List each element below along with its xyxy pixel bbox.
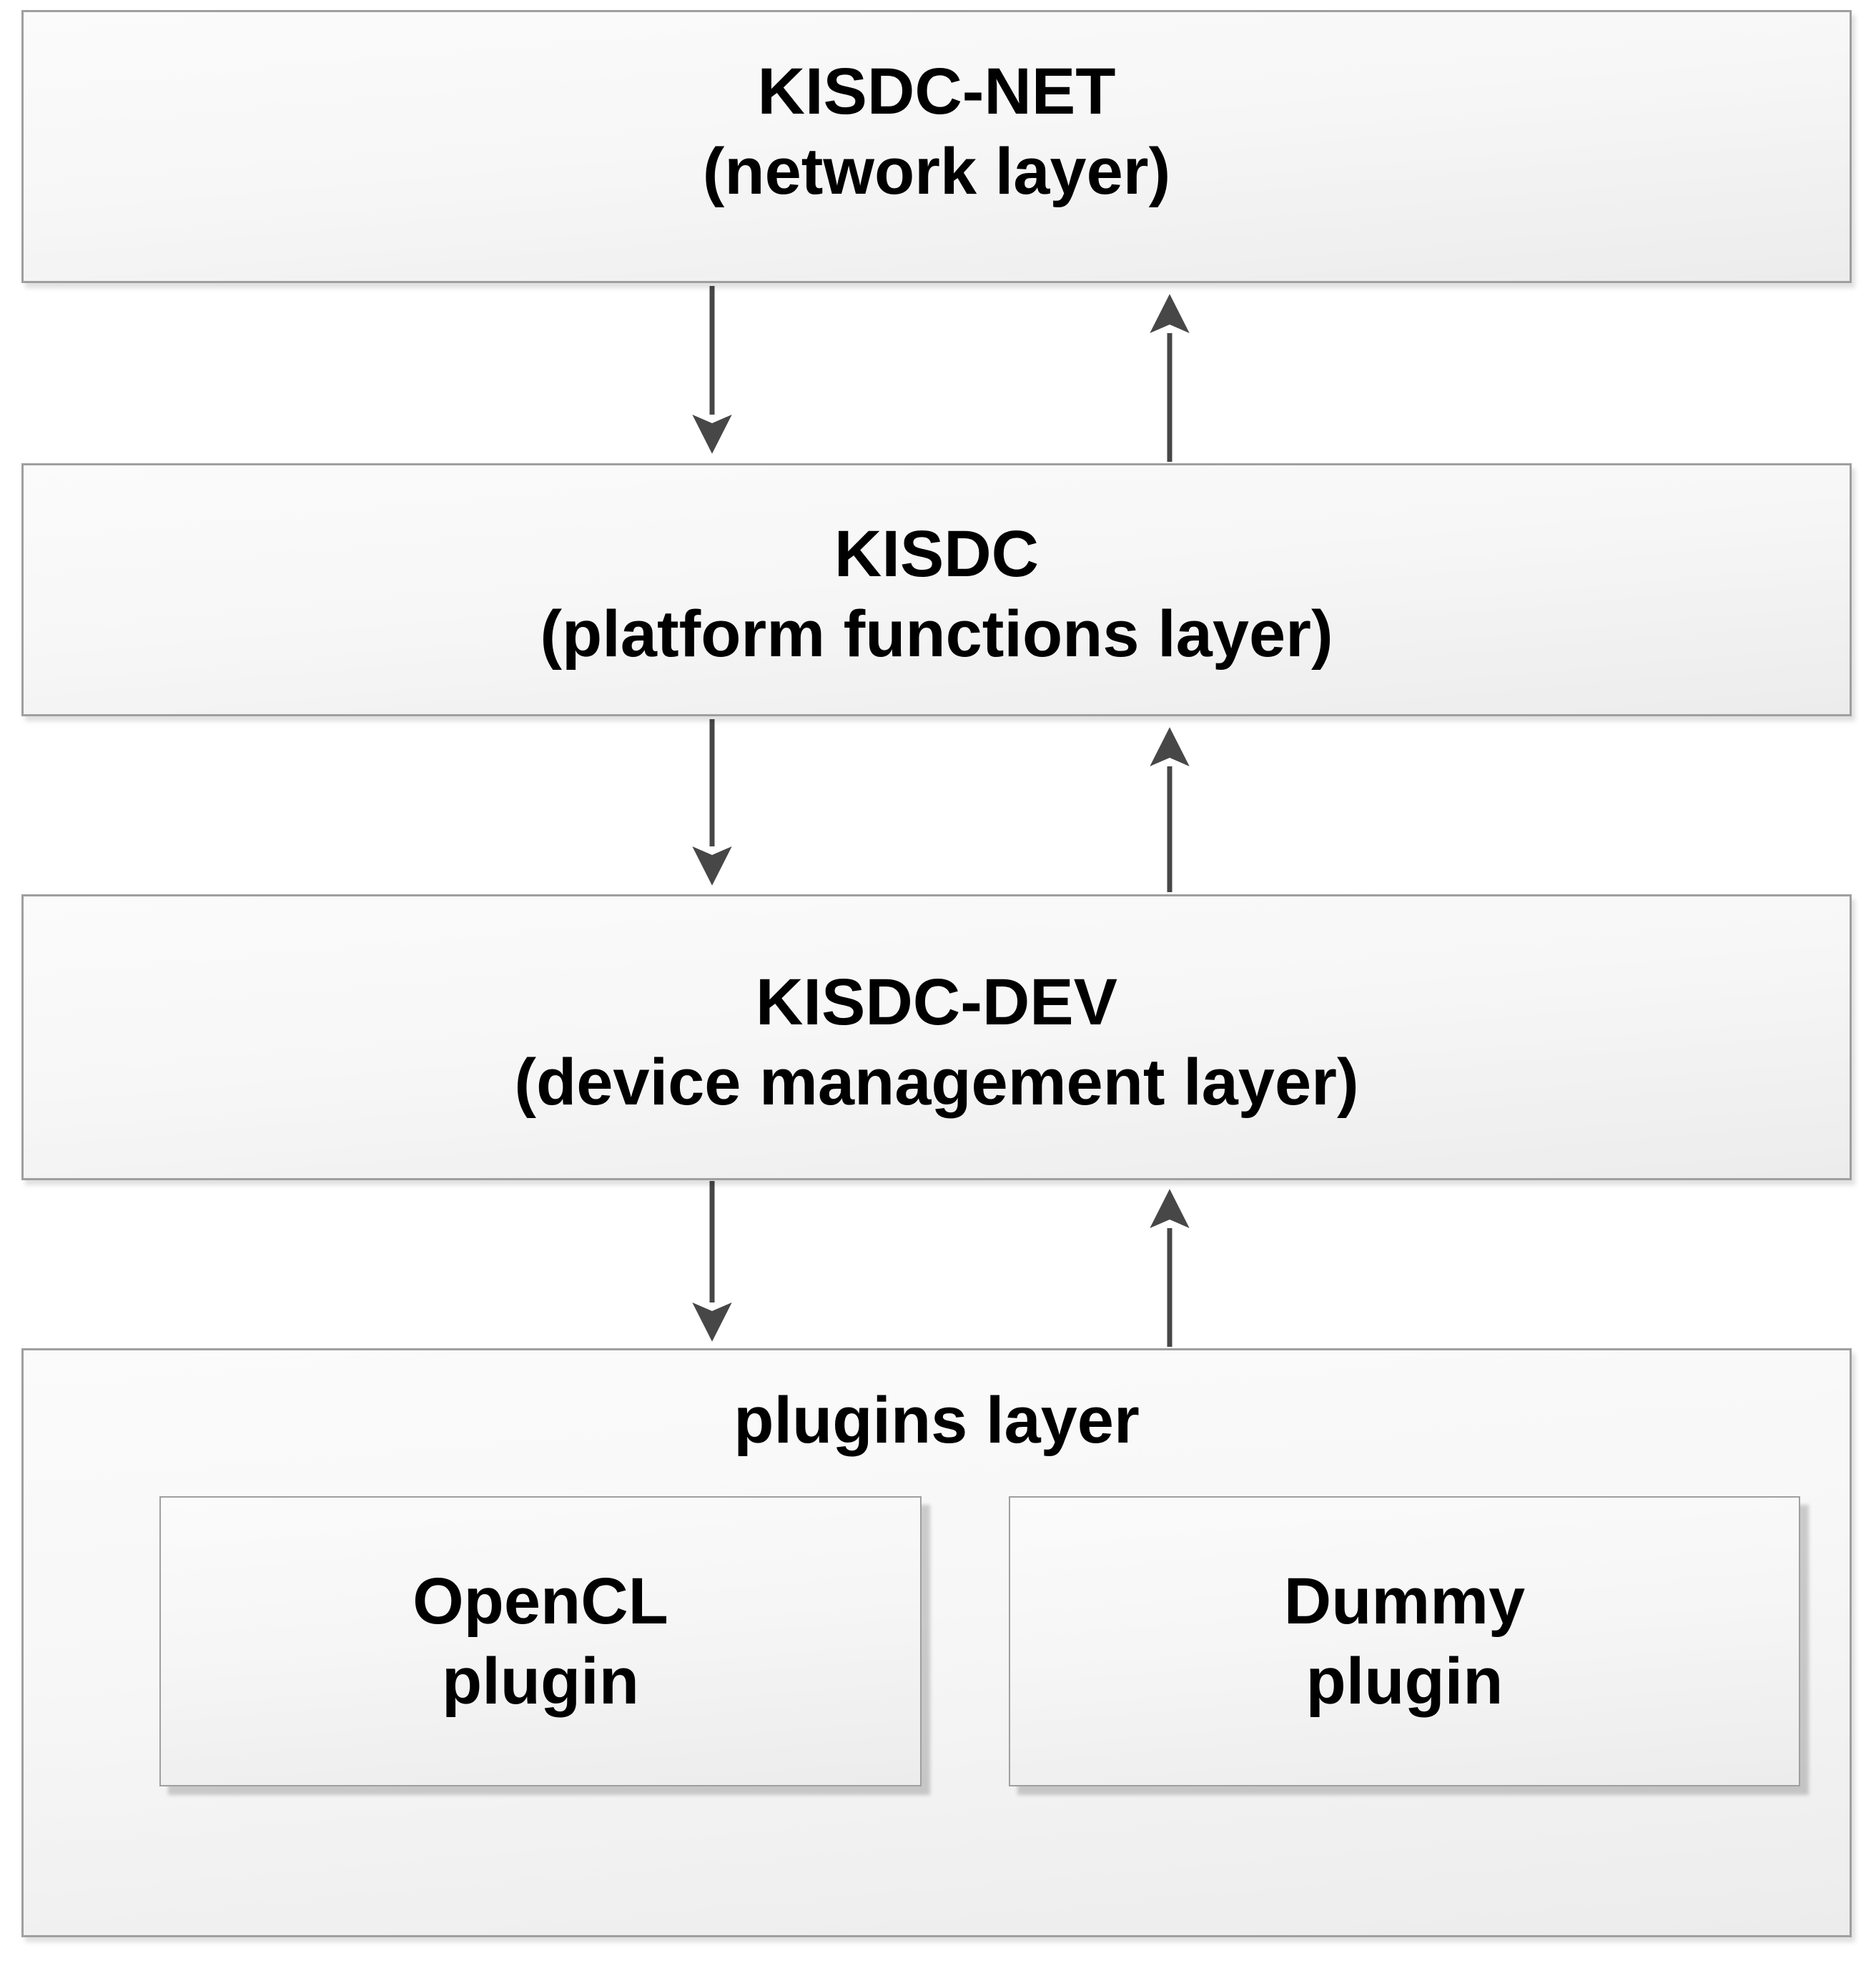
- layer-title-platform: KISDC: [834, 518, 1040, 590]
- layer-box-network: KISDC-NET (network layer): [21, 10, 1852, 283]
- layer-title-network: KISDC-NET: [757, 55, 1116, 128]
- layer-box-platform-functions: KISDC (platform functions layer): [21, 463, 1852, 716]
- plugin-opencl-line1: OpenCL: [413, 1565, 668, 1638]
- plugin-dummy-line2: plugin: [1305, 1645, 1504, 1718]
- layer-text-block: KISDC-NET (network layer): [24, 51, 1850, 212]
- plugin-dummy-line1: Dummy: [1283, 1565, 1526, 1638]
- layer-subtitle-device: (device management layer): [514, 1046, 1359, 1119]
- plugin-box-dummy: Dummy plugin: [1009, 1496, 1800, 1786]
- layer-subtitle-platform: (platform functions layer): [540, 598, 1333, 671]
- layer-box-plugins: plugins layer OpenCL plugin Dummy plugin: [21, 1348, 1852, 1937]
- layer-title-plugins: plugins layer: [734, 1384, 1140, 1457]
- plugin-box-opencl: OpenCL plugin: [159, 1496, 922, 1786]
- layer-subtitle-network: (network layer): [702, 135, 1171, 208]
- plugin-opencl-line2: plugin: [442, 1645, 639, 1718]
- layer-text-block: KISDC (platform functions layer): [24, 514, 1850, 674]
- layer-text-block: KISDC-DEV (device management layer): [24, 962, 1850, 1122]
- layer-box-device-management: KISDC-DEV (device management layer): [21, 894, 1852, 1180]
- layer-title-device: KISDC-DEV: [755, 966, 1118, 1039]
